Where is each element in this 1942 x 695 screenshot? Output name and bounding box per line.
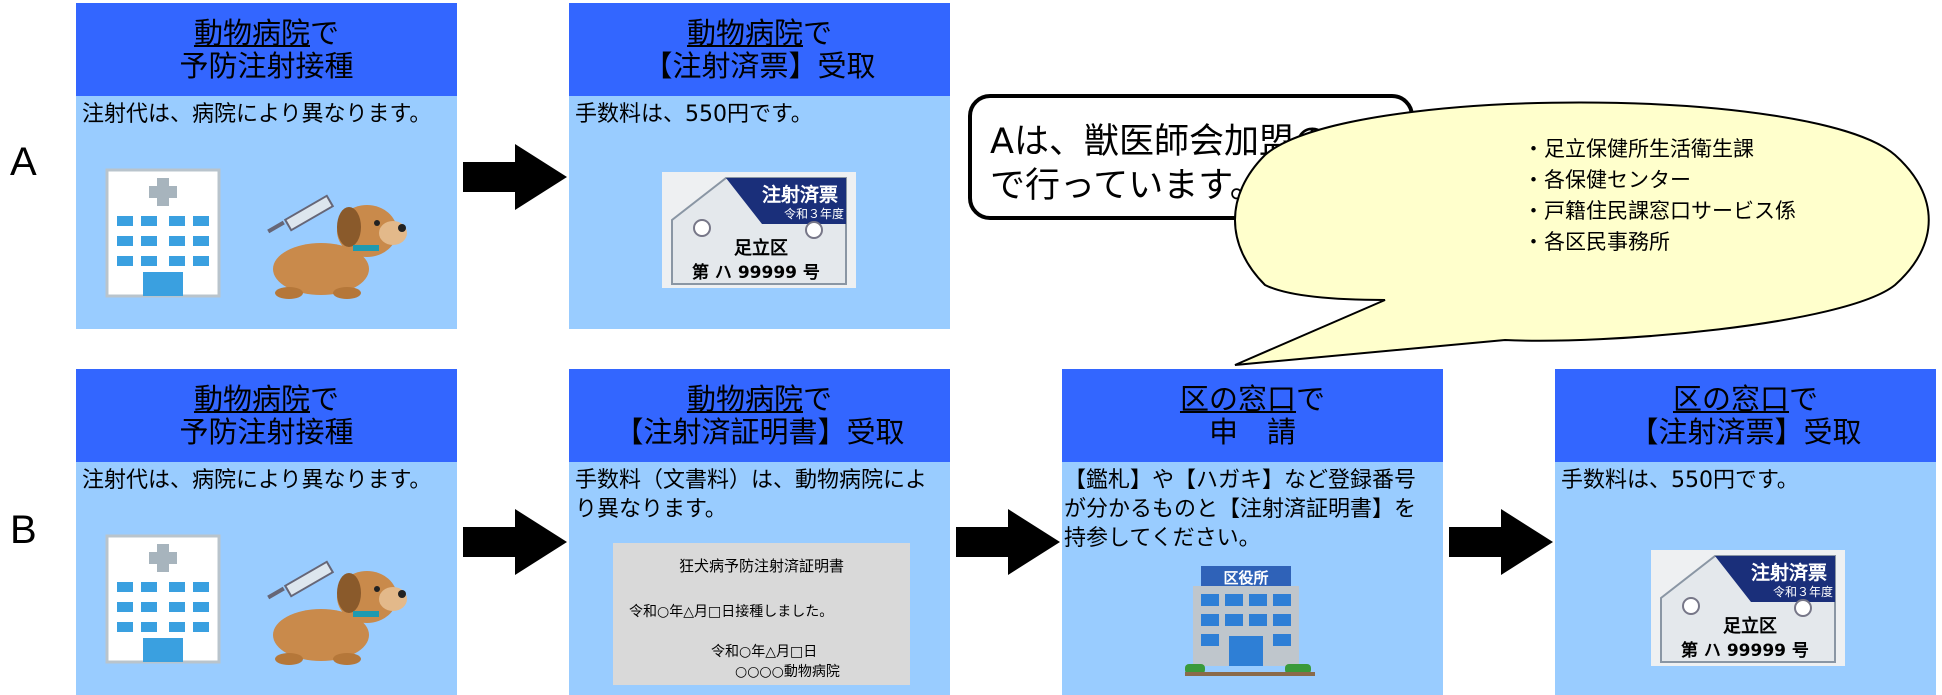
b-step4-card: 区の窓口で 【注射済票】受取 手数料は、550円です。 注射済票 令和３年度 足… xyxy=(1555,369,1936,695)
row-label-a: A xyxy=(10,140,37,184)
a-step1-title-action: 予防注射接種 xyxy=(179,48,354,83)
b-step3-title-action: 申 請 xyxy=(1208,414,1296,449)
row-label-b: B xyxy=(10,508,37,552)
dog-vaccine-icon xyxy=(267,560,407,665)
a-step1-header: 動物病院で 予防注射接種 xyxy=(76,3,457,96)
a-step2-header: 動物病院で 【注射済票】受取 xyxy=(569,3,950,96)
certificate-line1: 令和○年△月□日接種しました。 xyxy=(629,604,834,620)
b-tag-line1: 注射済票 xyxy=(1751,562,1828,584)
bubble-item: 足立保健所生活衛生課 xyxy=(1523,134,1796,165)
a-step1-title-place: 動物病院 xyxy=(193,15,310,50)
b-step1-card: 動物病院で 予防注射接種 注射代は、病院により異なります。 xyxy=(76,369,457,695)
b-tag-image: 注射済票 令和３年度 足立区 第 ハ 99999 号 xyxy=(1651,550,1845,666)
a-tag-line2: 令和３年度 xyxy=(784,207,845,221)
arrow-b1 xyxy=(463,509,567,575)
bubble-item: 各区民事務所 xyxy=(1523,227,1796,258)
b-step2-title-place: 動物病院 xyxy=(686,381,803,416)
bubble-list: 足立保健所生活衛生課 各保健センター 戸籍住民課窓口サービス係 各区民事務所 xyxy=(1523,134,1796,258)
hospital-icon xyxy=(105,168,221,298)
a-tag-line4: 第 ハ 99999 号 xyxy=(692,263,820,283)
a-step1-body: 注射代は、病院により異なります。 xyxy=(82,102,432,127)
b-step2-title-action: 【注射済証明書】受取 xyxy=(614,414,905,449)
a-tag-image: 注射済票 令和３年度 足立区 第 ハ 99999 号 xyxy=(662,172,856,288)
ward-office-icon xyxy=(1185,566,1315,676)
b-tag-line4: 第 ハ 99999 号 xyxy=(1681,641,1809,661)
a-tag-line1: 注射済票 xyxy=(762,184,839,206)
hospital-icon xyxy=(105,534,221,664)
a-tag-line3: 足立区 xyxy=(734,238,788,259)
b-step4-header: 区の窓口で 【注射済票】受取 xyxy=(1555,369,1936,462)
b-step1-title-place: 動物病院 xyxy=(193,381,310,416)
bubble-item: 戸籍住民課窓口サービス係 xyxy=(1523,196,1796,227)
b-step2-header: 動物病院で 【注射済証明書】受取 xyxy=(569,369,950,462)
b-step4-title-place: 区の窓口 xyxy=(1672,381,1789,416)
b-step3-header: 区の窓口で 申 請 xyxy=(1062,369,1443,462)
a-step2-title-place: 動物病院 xyxy=(686,15,803,50)
b-step4-body: 手数料は、550円です。 xyxy=(1561,468,1799,493)
certificate-line3: ○○○○動物病院 xyxy=(735,664,840,680)
b-step1-body: 注射代は、病院により異なります。 xyxy=(82,468,432,493)
a-step2-card: 動物病院で 【注射済票】受取 手数料は、550円です。 注射済票 令和３年度 足… xyxy=(569,3,950,329)
a-step1-title-particle: で xyxy=(310,15,340,50)
a-step2-title-action: 【注射済票】受取 xyxy=(643,48,876,83)
certificate-line2: 令和○年△月□日 xyxy=(711,644,818,660)
bubble-item: 各保健センター xyxy=(1523,165,1796,196)
b-step3-body: 【鑑札】や【ハガキ】など登録番号が分かるものと【注射済証明書】を持参してください… xyxy=(1064,468,1417,551)
certificate-image: 狂犬病予防注射済証明書 令和○年△月□日接種しました。 令和○年△月□日 ○○○… xyxy=(613,543,910,685)
arrow-b2 xyxy=(956,509,1060,575)
a-step1-card: 動物病院で 予防注射接種 注射代は、病院により異なります。 xyxy=(76,3,457,329)
a-step2-body: 手数料は、550円です。 xyxy=(575,102,813,127)
ward-office-sign: 区役所 xyxy=(1223,569,1269,587)
a-step2-title-particle: で xyxy=(803,15,833,50)
b-step2-card: 動物病院で 【注射済証明書】受取 手数料（文書料）は、動物病院により異なります。… xyxy=(569,369,950,695)
b-step1-title-action: 予防注射接種 xyxy=(179,414,354,449)
b-tag-line3: 足立区 xyxy=(1723,616,1777,637)
b-tag-line2: 令和３年度 xyxy=(1773,585,1834,599)
arrow-b3 xyxy=(1449,509,1553,575)
b-step3-title-particle: で xyxy=(1296,381,1326,416)
b-step3-card: 区の窓口で 申 請 【鑑札】や【ハガキ】など登録番号が分かるものと【注射済証明書… xyxy=(1062,369,1443,695)
b-step4-title-particle: で xyxy=(1789,381,1819,416)
b-step3-title-place: 区の窓口 xyxy=(1179,381,1296,416)
b-step1-title-particle: で xyxy=(310,381,340,416)
certificate-title: 狂犬病予防注射済証明書 xyxy=(678,557,844,575)
b-step2-title-particle: で xyxy=(803,381,833,416)
b-step2-body: 手数料（文書料）は、動物病院により異なります。 xyxy=(575,468,928,522)
dog-vaccine-icon xyxy=(267,194,407,299)
b-step4-title-action: 【注射済票】受取 xyxy=(1629,414,1862,449)
arrow-a1 xyxy=(463,144,567,210)
b-step1-header: 動物病院で 予防注射接種 xyxy=(76,369,457,462)
